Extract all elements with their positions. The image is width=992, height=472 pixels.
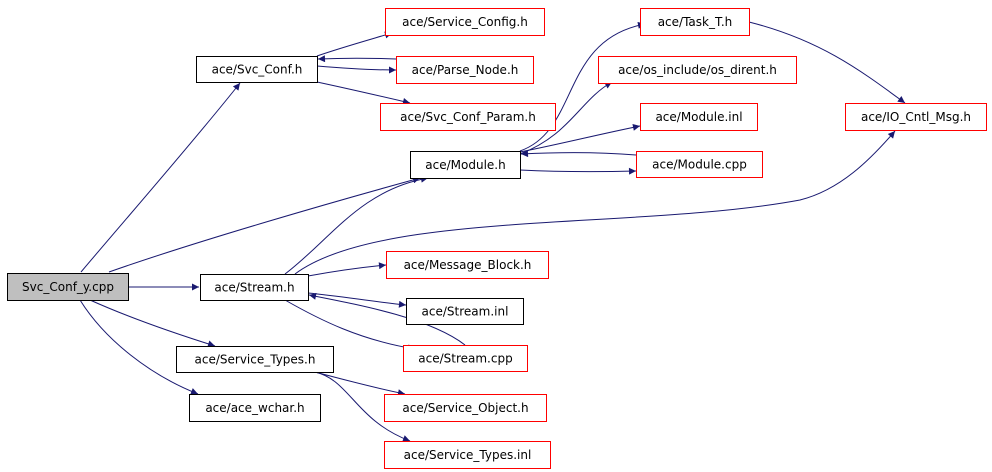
node-box [176,346,334,373]
node-box [406,298,524,325]
node-label: ace/Message_Block.h [404,258,532,272]
node-box [384,394,547,422]
node-label: ace/os_include/os_dirent.h [618,63,777,77]
node-module-h[interactable]: ace/Module.h [410,151,521,179]
node-service-config-h[interactable]: ace/Service_Config.h [385,8,545,36]
node-box [7,273,129,301]
edge-service_types_h-to-service_object_h [314,371,406,397]
node-message-block-h[interactable]: ace/Message_Block.h [386,251,549,279]
edge-module_h-to-os_dirent_h [519,81,613,155]
node-box [200,274,309,301]
node-box [598,56,797,84]
node-label: ace/Svc_Conf_Param.h [400,110,536,124]
edge-svc_conf_y_cpp-to-ace_wchar_h [79,299,199,395]
node-box [845,103,987,131]
node-box [396,56,534,84]
node-parse-node-h[interactable]: ace/Parse_Node.h [396,56,534,84]
node-svc-conf-h[interactable]: ace/Svc_Conf.h [196,56,318,83]
node-label: ace/Parse_Node.h [412,63,519,77]
node-stream-h[interactable]: ace/Stream.h [200,274,309,301]
edge-svc_conf_h-to-service_config_h [316,31,393,57]
node-label: ace/Module.inl [655,110,742,124]
node-service-types-h[interactable]: ace/Service_Types.h [176,346,334,373]
edge-svc_conf_y_cpp-to-service_types_h [89,299,216,348]
node-box [380,103,556,131]
node-svc-conf-y-cpp[interactable]: Svc_Conf_y.cpp [7,273,129,301]
node-label: ace/Service_Types.h [195,353,316,367]
edge-svc_conf_h-to-parse_node_h [316,65,397,74]
node-box [385,8,545,36]
edge-stream_h-to-stream_inl [307,292,407,308]
node-stream-cpp[interactable]: ace/Stream.cpp [403,345,528,372]
node-box [189,394,321,422]
edge-svc_conf_h-to-svc_conf_param_h [316,81,411,105]
node-box [403,345,528,372]
edge-stream_h-to-stream_cpp [284,299,416,352]
node-label: ace/Stream.cpp [418,352,512,366]
node-box [640,8,750,36]
node-label: Svc_Conf_y.cpp [22,280,114,294]
node-task-t-h[interactable]: ace/Task_T.h [640,8,750,36]
node-os-dirent-h[interactable]: ace/os_include/os_dirent.h [598,56,797,84]
node-box [196,56,318,83]
edge-module_h-to-module_inl [519,123,641,153]
node-label: ace/Service_Config.h [402,15,528,29]
edge-stream_h-to-io_cntl_msg_h [294,130,896,275]
nodes-layer: Svc_Conf_y.cpp ace/Svc_Conf.h ace/Service_… [7,8,987,469]
node-label: ace/IO_Cntl_Msg.h [861,110,971,124]
edge-task_t_h-to-io_cntl_msg_h [748,21,906,104]
node-label: ace/Service_Object.h [402,401,528,415]
node-box [386,251,549,279]
node-label: ace/Service_Types.inl [404,448,532,462]
edge-svc_conf_y_cpp-to-module_h [108,176,421,273]
node-service-object-h[interactable]: ace/Service_Object.h [384,394,547,422]
node-label: ace/Task_T.h [658,15,733,29]
node-label: ace/Module.cpp [652,158,747,172]
edge-service_types_h-to-service_types_inl [314,371,411,442]
node-label: ace/ace_wchar.h [205,401,304,415]
edge-stream_cpp-to-stream_h [308,292,466,346]
node-label: ace/Svc_Conf.h [212,63,303,77]
node-stream-inl[interactable]: ace/Stream.inl [406,298,524,325]
node-io-cntl-msg-h[interactable]: ace/IO_Cntl_Msg.h [845,103,987,131]
node-box [640,103,758,131]
node-label: ace/Module.h [425,158,505,172]
edge-module_h-to-task_t_h [519,21,646,152]
node-module-cpp[interactable]: ace/Module.cpp [636,151,763,178]
edge-module_h-to-module_cpp [519,167,637,175]
node-svc-conf-param-h[interactable]: ace/Svc_Conf_Param.h [380,103,556,131]
edge-stream_h-to-module_h [284,175,429,275]
node-box [384,441,551,469]
node-box [410,151,521,179]
edges-layer [79,21,906,442]
node-label: ace/Stream.h [214,281,294,295]
edge-stream_h-to-message_block_h [307,262,387,277]
node-ace-wchar-h[interactable]: ace/ace_wchar.h [189,394,321,422]
edge-parse_node_h-to-svc_conf_h [317,55,397,63]
node-module-inl[interactable]: ace/Module.inl [640,103,758,131]
node-box [636,151,763,178]
edge-svc_conf_y_cpp-to-svc_conf_h [80,82,241,273]
edge-module_cpp-to-module_h [520,150,637,158]
node-service-types-inl[interactable]: ace/Service_Types.inl [384,441,551,469]
node-label: ace/Stream.inl [422,305,509,319]
